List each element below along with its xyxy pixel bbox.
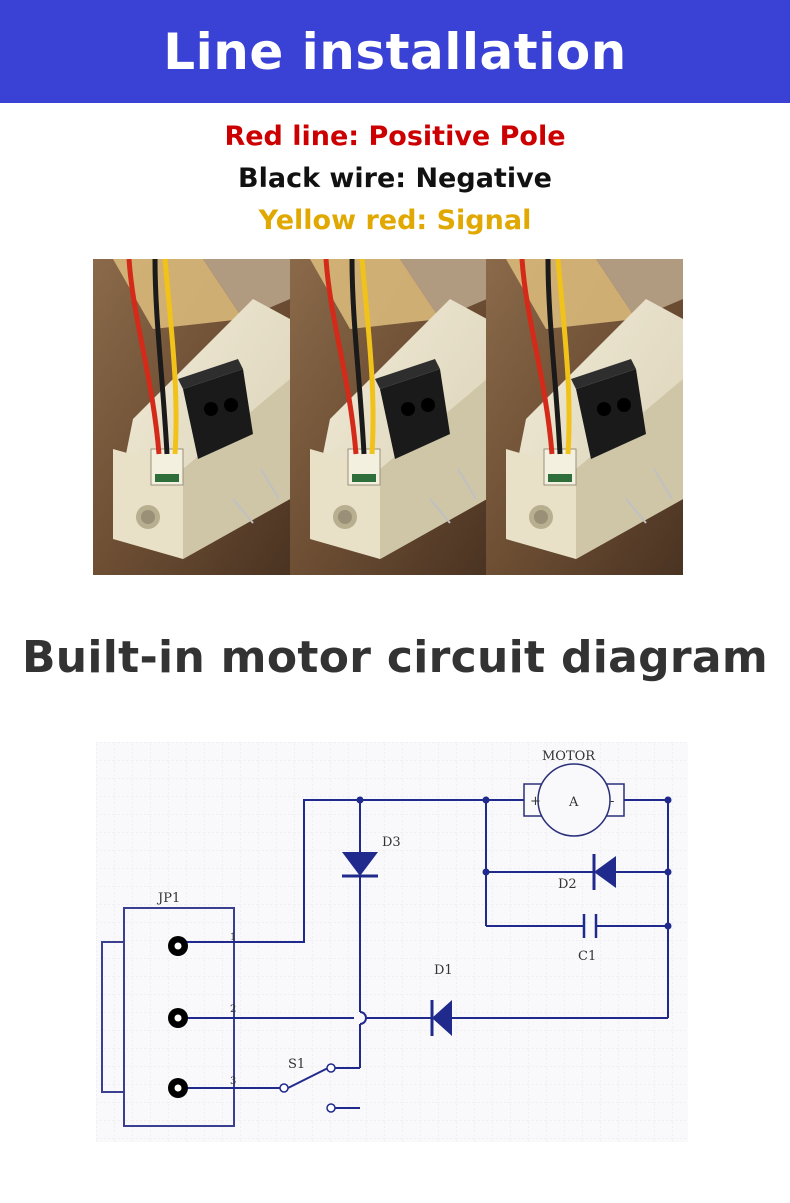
pin-1-label: 1 [230, 932, 236, 943]
pin-2-label: 2 [230, 1004, 236, 1015]
motor-plus-label: + [530, 794, 541, 809]
diode-d3-icon [342, 844, 378, 878]
circuit-wires [101, 799, 669, 1127]
circuit-diagram: MOTOR A + - D3 D2 C1 D1 JP1 S1 1 2 3 [96, 742, 688, 1142]
legend-yellow-wire: Yellow red: Signal [258, 205, 532, 236]
diagram-title: Built-in motor circuit diagram [21, 632, 769, 683]
connector-photo-2 [289, 259, 487, 575]
connector-pins [168, 936, 188, 1098]
s1-label: S1 [288, 1057, 305, 1072]
legend-red-wire: Red line: Positive Pole [224, 121, 566, 152]
motor-label: MOTOR [542, 749, 596, 764]
page-title: Line installation [163, 22, 627, 81]
capacitor-c1-icon [582, 914, 598, 938]
connector-label: JP1 [156, 891, 180, 906]
diode-d1-icon [430, 1000, 452, 1036]
diode-d2-icon [592, 854, 616, 890]
installation-photos [93, 259, 684, 575]
title-banner: Line installation [0, 0, 790, 103]
c1-label: C1 [578, 949, 596, 964]
motor-icon [523, 763, 625, 837]
d2-label: D2 [558, 877, 577, 892]
d3-label: D3 [382, 835, 401, 850]
connector-photo-3 [486, 259, 684, 575]
connector-photo-1 [93, 259, 290, 575]
switch-s1-icon [279, 1063, 336, 1113]
d1-label: D1 [434, 963, 453, 978]
motor-symbol: A [568, 795, 579, 810]
pin-3-label: 3 [230, 1076, 236, 1087]
wire-legend: Red line: Positive Pole Black wire: Nega… [0, 116, 790, 242]
motor-minus-label: - [610, 794, 614, 809]
legend-black-wire: Black wire: Negative [238, 163, 552, 194]
junction-dots [356, 796, 672, 930]
